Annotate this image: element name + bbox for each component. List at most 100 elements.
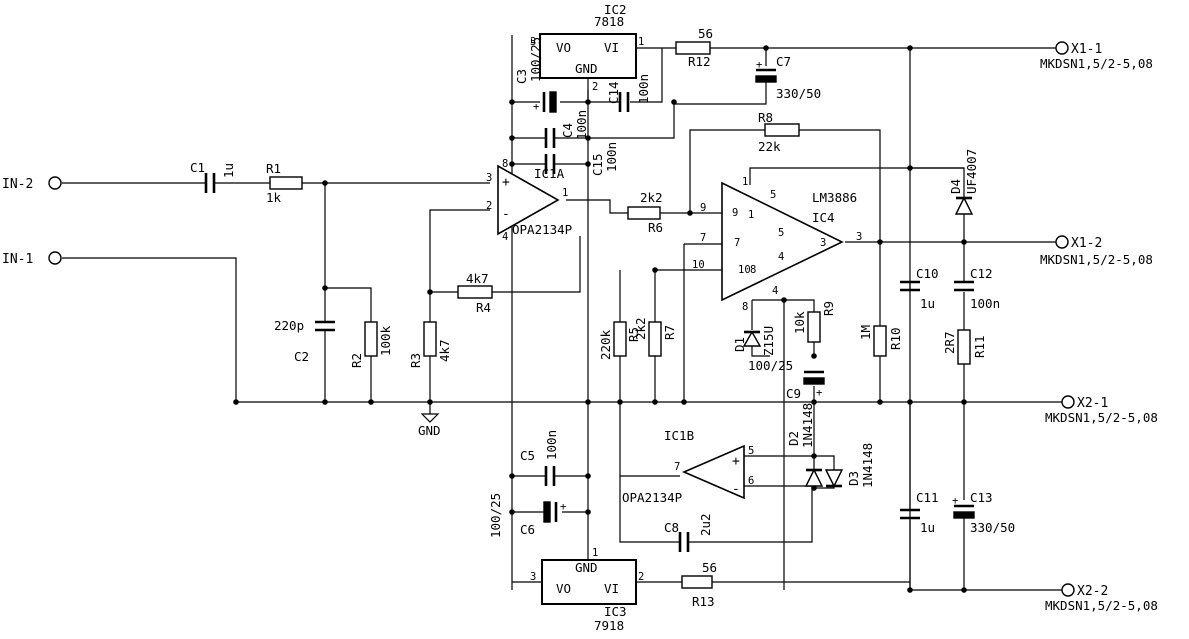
terminal-x22-label: X2-2 [1077,584,1108,599]
terminal-x21-label: X2-1 [1077,396,1108,411]
d2-ref: D2 [786,431,801,446]
resistor-r6 [627,206,661,220]
d3-ref: D3 [846,471,861,486]
c9-value: 100/25 [748,358,793,373]
capacitor-c5 [544,466,556,486]
resistor-r4 [457,285,493,299]
ic3-pin3: 3 [530,571,536,583]
d4-ref: D4 [948,179,963,194]
capacitor-c15 [544,154,556,174]
ic1a-plus: + [502,175,510,190]
r10-ref: R10 [888,327,903,350]
resistor-r10 [873,325,887,357]
resistors: R1 1k 4k7 R4 2k2 R6 R8 22k 56 R12 56 R13… [266,26,987,609]
terminal-x21[interactable] [1061,395,1075,409]
r8-value: 22k [758,139,781,154]
r10-value: 1M [858,325,873,340]
ic1b-minus: - [732,482,740,497]
ic1a-pin4: 4 [502,231,508,243]
c14-ref: C14 [606,81,621,104]
ic2-pin1: 1 [638,36,644,48]
ic1a-pin3: 3 [486,172,492,184]
capacitor-c6 [543,501,551,523]
c11-ref: C11 [916,490,939,505]
ic4-pin8: 8 [742,301,748,313]
r13-value: 56 [702,560,717,575]
ic4-pin10: 10 [692,259,705,271]
c5-ref: C5 [520,448,535,463]
terminal-x11[interactable] [1055,41,1069,55]
c6-ref: C6 [520,522,535,537]
diode-d1 [742,330,762,347]
c8-value: 2u2 [698,513,713,536]
r6-ref: R6 [648,220,663,235]
resistor-r12 [675,41,711,55]
ic2-part: 7818 [594,14,624,29]
c2-value: 220p [274,318,304,333]
ic4-int9: 9 [732,207,738,219]
c7-ref: C7 [776,54,791,69]
c8-ref: C8 [664,520,679,535]
ic2-ref: IC2 [604,2,627,17]
terminals: IN-2 IN-1 X1-1 MKDSN1,5/2-5,08 X1-2 MKDS… [2,41,1158,613]
c4-ref: C4 [560,123,575,138]
ic2-vo-pin: VO [556,40,571,55]
ic1b-pin5: 5 [748,445,754,457]
ic2-vi-pin: VI [604,40,619,55]
ic3-part: 7918 [594,618,624,633]
c9-ref: C9 [786,386,801,401]
terminal-x12[interactable] [1055,235,1069,249]
capacitor-c10 [900,280,920,292]
ic1a-part: OPA2134P [512,222,572,237]
capacitors: C1 1u 220p C2 + C3 100/25 C14 100n C4 10… [190,37,1015,552]
ic4-pin4: 4 [772,285,778,297]
resistor-r11 [957,329,971,365]
power-amp-ic4: LM3886 IC4 1 9 7 10 3 8 4 1 5 5 9 7 3 4 … [692,176,862,313]
wires [62,35,1062,591]
opamp-ic1b: + - 5 6 7 IC1B OPA2134P [622,428,754,505]
capacitor-c8 [678,532,690,552]
regulator-ic3: VO VI GND IC3 7918 1 2 3 [530,547,644,633]
c12-value: 100n [970,296,1000,311]
ic2-pin2: 2 [592,81,598,93]
ic4-pin9: 9 [700,202,706,214]
ic1a-pin2: 2 [486,200,492,212]
capacitor-c12 [954,280,974,292]
ic3-pin2: 2 [638,571,644,583]
capacitor-c14 [618,92,630,112]
c10-value: 1u [920,296,935,311]
resistor-r8 [764,123,800,137]
resistor-r3 [423,321,437,357]
d1-ref: D1 [732,337,747,352]
diodes: D1 Z15U D2 1N4148 D3 1N4148 D4 UF4007 [732,149,979,488]
ic3-ref: IC3 [604,604,627,619]
ic4-int3: 3 [820,237,826,249]
resistor-r7 [648,321,662,357]
c9-plus: + [816,387,822,399]
capacitor-c2 [315,320,335,332]
c3-value: 100/25 [528,37,543,82]
diode-d2 [804,468,824,487]
capacitor-c1 [204,173,216,193]
c3-ref: C3 [514,69,529,84]
r5-value: 220k [598,329,613,360]
ic1b-ref: IC1B [664,428,694,443]
terminal-x22[interactable] [1061,583,1075,597]
c13-plus: + [952,495,958,507]
r6-value: 2k2 [640,190,663,205]
ground-label: GND [418,423,441,438]
c7-value: 330/50 [776,86,821,101]
ic4-part: LM3886 [812,190,857,205]
ic4-pin1: 1 [742,176,748,188]
terminal-in1[interactable] [48,251,62,265]
resistor-r2 [364,321,378,357]
ic4-int5b: 5 [778,227,784,239]
c12-ref: C12 [970,266,993,281]
terminal-x12-connector: MKDSN1,5/2-5,08 [1040,252,1153,267]
r11-ref: R11 [972,335,987,358]
ic4-int5: 5 [770,189,776,201]
terminal-in2[interactable] [48,176,62,190]
resistor-r13 [681,575,713,589]
terminal-x11-label: X1-1 [1071,42,1102,57]
opamp-ic1a: + - 3 2 1 8 4 IC1A OPA2134P [486,158,572,243]
